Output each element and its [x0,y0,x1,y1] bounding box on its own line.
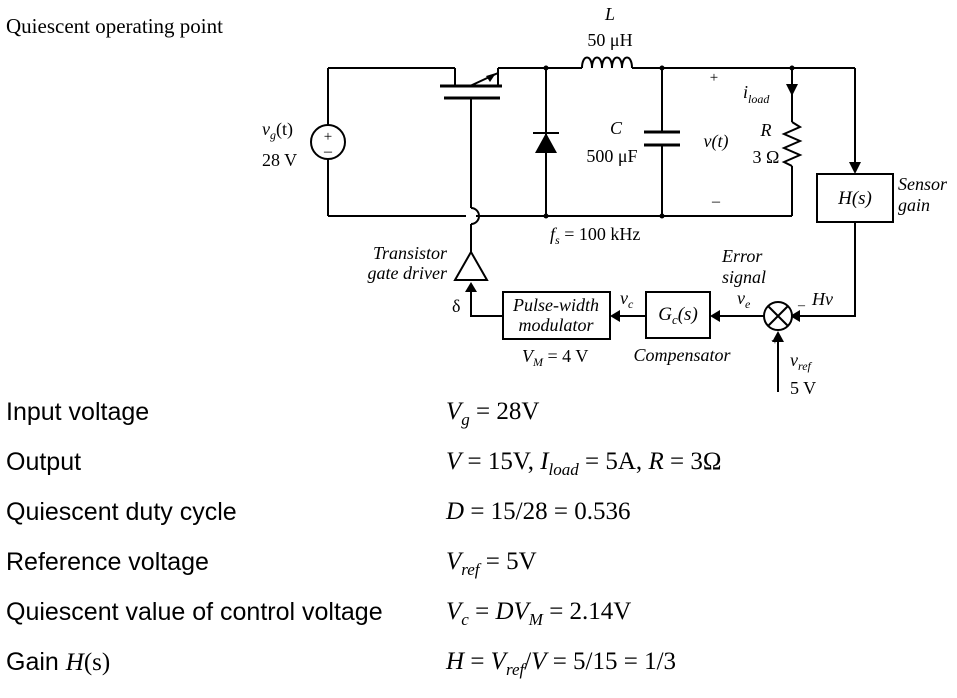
delta-label: δ [452,296,460,316]
param-equation: H = Vref/V = 5/15 = 1/3 [446,648,677,679]
source-label: vg(t) [262,119,293,142]
vref-value: 5 V [790,378,816,398]
param-label: Reference voltage [6,548,209,576]
capacitor-symbol: C [610,118,623,138]
output-plus: + [710,70,718,86]
inductor [581,56,633,69]
load-current-arrow [786,84,798,96]
gate-driver-caption-1: Transistor [373,243,448,263]
sensor-caption-2: gain [898,195,930,215]
page-title: Quiescent operating point [6,14,223,38]
sensor-caption-1: Sensor [898,174,948,194]
param-label: Quiescent value of control voltage [6,598,383,626]
param-equation: Vg = 28V [446,398,540,429]
output-minus: – [711,193,721,210]
sensor-block [816,173,894,223]
param-row-reference-voltage: Reference voltage Vref = 5V [0,548,957,598]
source-value: 28 V [262,150,297,170]
input-voltage-source: + – [310,124,346,160]
ve-label: ve [737,288,751,311]
output-voltage-label: v(t) [704,131,729,152]
resistor-value: 3 Ω [753,147,780,167]
param-row-control-voltage: Quiescent value of control voltage Vc = … [0,598,957,648]
vc-label: vc [620,288,634,311]
mosfet-switch [440,68,502,252]
capacitor [644,68,680,216]
error-caption-1: Error [721,246,763,266]
error-caption-2: signal [722,267,766,287]
param-label: Input voltage [6,398,150,426]
param-label: Output [6,448,82,476]
pwm-block [502,291,611,340]
param-row-gain: Gain H(s) H = Vref/V = 5/15 = 1/3 [0,648,957,698]
hv-label: Hv [811,289,833,309]
inductor-symbol: L [604,4,615,24]
param-label: Gain H(s) [6,648,111,676]
param-equation: Vref = 5V [446,548,537,579]
compensator-caption: Compensator [633,345,731,365]
sum-minus: – [797,298,806,313]
resistor-symbol: R [760,120,772,140]
switching-frequency: fs = 100 kHz [550,224,640,247]
param-equation: D = 15/28 = 0.536 [446,498,631,525]
param-row-duty-cycle: Quiescent duty cycle D = 15/28 = 0.536 [0,498,957,548]
param-row-output: Output V = 15V, Iload = 5A, R = 3Ω [0,448,957,498]
summing-junction [763,301,793,331]
load-current-label: iload [743,82,770,106]
capacitor-value: 500 μF [586,146,637,166]
vm-label: VM = 4 V [522,346,588,369]
pwm-line-1: Pulse-width [512,295,599,315]
source-minus: – [323,143,333,160]
feedback-wire [800,222,856,317]
source-plus: + [324,129,332,145]
duty-wire [470,290,503,317]
gate-driver-caption-2: gate driver [368,263,448,283]
param-row-input-voltage: Input voltage Vg = 28V [0,398,957,448]
param-equation: Vc = DVM = 2.14V [446,598,632,629]
buck-converter-schematic: + – vg(t) 28 V L 50 μH C 500 μF + v(t) [262,4,948,398]
vref-label: vref [790,350,813,373]
freewheeling-diode [533,68,559,216]
pwm-line-2: modulator [518,315,594,335]
param-equation: V = 15V, Iload = 5A, R = 3Ω [446,448,722,479]
compensator-block [645,291,711,339]
inductor-value: 50 μH [587,30,632,50]
gate-driver-triangle [453,249,489,281]
sensor-block-label: H(s) [837,188,872,209]
param-label: Quiescent duty cycle [6,498,237,526]
compensator-label: Gc(s) [658,304,698,327]
